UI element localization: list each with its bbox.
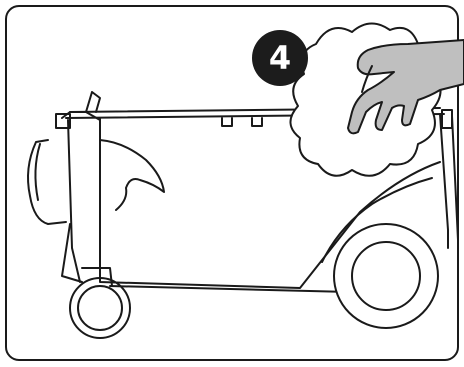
step-number-badge: 4 <box>252 30 308 86</box>
step-number: 4 <box>268 39 292 77</box>
hand-icon <box>347 39 464 135</box>
